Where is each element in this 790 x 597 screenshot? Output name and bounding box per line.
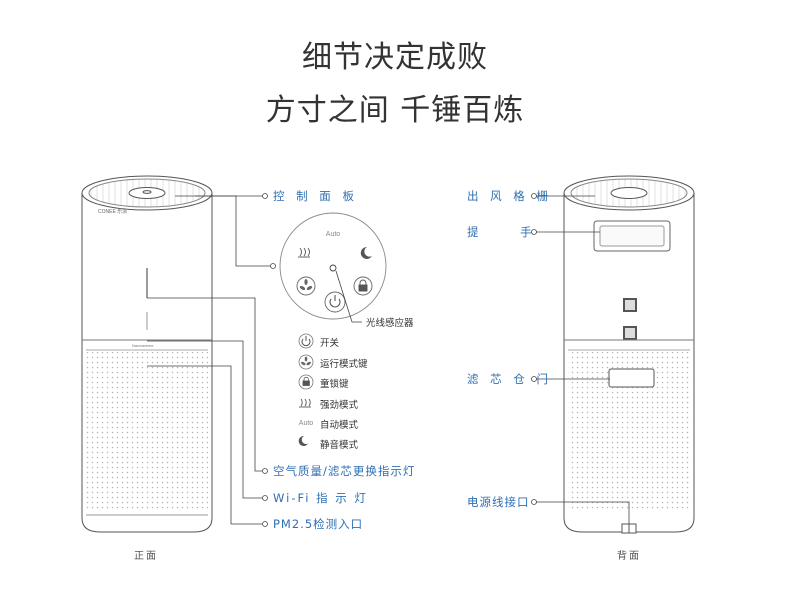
legend-auto-label: 自动模式 — [320, 420, 359, 431]
legend-lock-label: 童锁键 — [320, 379, 349, 390]
control-panel-diagram: Auto — [279, 212, 387, 323]
panel-auto-text: Auto — [326, 231, 341, 238]
light-sensor-dot — [329, 264, 337, 272]
caption-front: 正面 — [134, 551, 158, 562]
caption-back: 背面 — [617, 551, 641, 562]
front-dot-grille — [86, 352, 208, 510]
label-wifi-indicator: Wi-Fi 指 示 灯 — [273, 491, 368, 505]
back-filter-door — [608, 368, 655, 388]
legend-turbo-label: 强劲模式 — [320, 400, 359, 411]
back-qr-labels — [623, 298, 637, 340]
back-leaders — [531, 193, 630, 524]
back-top-grille — [570, 178, 688, 208]
legend-lock-icon — [302, 376, 310, 386]
light-sensor-label: 光线感应器 — [366, 317, 414, 329]
legend-power-icon — [301, 336, 311, 347]
legend-mode-label: 运行模式键 — [320, 359, 368, 370]
turbo-icon — [298, 247, 310, 258]
lock-icon — [358, 279, 368, 292]
back-handle — [593, 220, 671, 252]
legend-power-label: 开关 — [320, 338, 340, 349]
label-control-panel: 控 制 面 板 — [273, 189, 358, 203]
front-logo: CONEE 乐派 — [98, 208, 127, 215]
headline-line1: 细节决定成败 — [302, 40, 488, 75]
power-icon — [329, 295, 341, 308]
label-power-port: 电源线接口 — [467, 495, 530, 509]
legend-fan-icon — [301, 356, 311, 366]
legend-icons: Auto — [298, 333, 314, 446]
legend-silent-label: 静音模式 — [320, 440, 359, 451]
front-top-grille — [88, 178, 206, 208]
label-outlet-grille: 出 风 格 栅 — [467, 189, 552, 203]
front-unit — [81, 175, 213, 533]
label-pm25-inlet: PM2.5检测入口 — [273, 517, 364, 531]
label-indicator-light: 空气质量/滤芯更换指示灯 — [273, 464, 416, 478]
fan-icon — [299, 279, 313, 291]
label-filter-door: 滤 芯 仓 门 — [467, 372, 552, 386]
headline-line2: 方寸之间 千锤百炼 — [265, 93, 525, 128]
back-unit — [563, 175, 695, 534]
legend-turbo-icon — [299, 398, 311, 408]
front-brand: Naneaveme — [132, 343, 154, 348]
moon-icon — [360, 246, 372, 259]
legend-moon-icon — [298, 435, 308, 446]
front-leaders — [147, 193, 276, 527]
legend-auto-icon: Auto — [299, 420, 314, 427]
label-handle: 提 手 — [467, 225, 534, 239]
